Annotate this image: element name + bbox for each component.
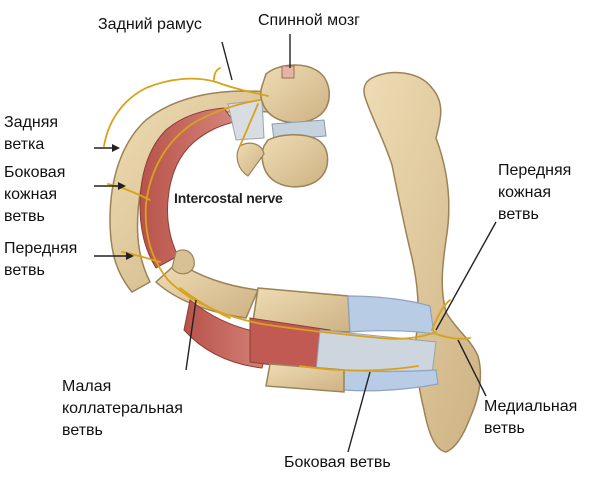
pointer-posterior-ramus (221, 41, 233, 81)
pointer-lateral-branch (347, 371, 371, 453)
label-spinal-cord: Спинной мозг (258, 12, 360, 29)
label-posterior-branch: Задняя ветка (4, 114, 59, 153)
spinal-cord-stub (281, 65, 295, 79)
vertebra-upper (260, 64, 330, 124)
intercostal-nerve-lines (103, 67, 471, 372)
pointer-arrowheads (112, 144, 134, 260)
upper-intercostal-muscle (139, 107, 235, 269)
label-posterior-ramus: Задний рамус (98, 16, 202, 33)
label-lateral-cutaneous-branch: Боковая кожная ветвь (4, 164, 66, 225)
sternum (363, 71, 482, 453)
lower-intercostal-muscle (183, 299, 271, 369)
label-anterior-branch: Передняя ветвь (4, 240, 78, 279)
transverse-process (236, 142, 265, 177)
pointer-lines (94, 34, 497, 453)
pointer-anterior-cutaneous (435, 221, 497, 331)
pointer-medial-branch (457, 339, 487, 397)
label-medial-branch: Медиальная ветвь (484, 398, 578, 437)
label-lateral-branch: Боковая ветвь (284, 454, 391, 471)
label-anterior-cutaneous-branch: Передняя кожная ветвь (498, 162, 572, 223)
costal-cartilage-upper (347, 295, 435, 335)
label-intercostal-nerve: Intercostal nerve (174, 190, 283, 206)
label-collateral-branch: Малая коллатеральная ветвь (62, 378, 183, 439)
lower-rib (154, 261, 260, 319)
pointer-collateral-branch (185, 299, 197, 371)
rib-end (171, 249, 195, 275)
vertebra-lower (261, 134, 329, 188)
